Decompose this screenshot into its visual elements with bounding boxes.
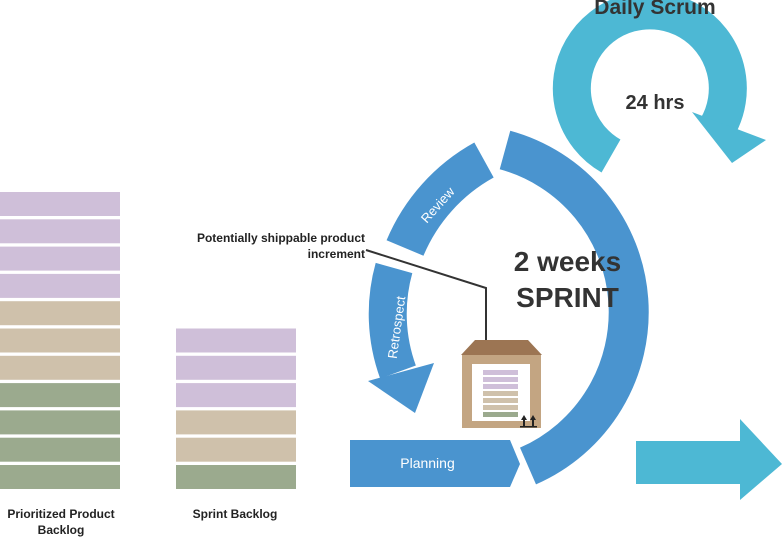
this-side-up-icon [520, 415, 537, 428]
daily-scrum-duration: 24 hrs [625, 92, 685, 114]
sprint-label: SPRINT [516, 282, 619, 313]
backlog-item-purple [0, 192, 120, 216]
planning-label: Planning [400, 455, 455, 471]
box-item [483, 412, 518, 417]
backlog-item-purple [176, 355, 296, 380]
box-item [483, 398, 518, 403]
box-lid [461, 340, 542, 355]
box-item [483, 391, 518, 396]
backlog-item-tan [0, 355, 120, 380]
daily-scrum-loop-arc [552, 0, 747, 173]
output-arrow [636, 419, 782, 500]
backlog-item-green [0, 465, 120, 489]
daily-scrum-title: Daily Scrum [594, 0, 716, 19]
box-item [483, 370, 518, 375]
backlog-item-green [0, 410, 120, 435]
retrospect-arc [368, 262, 417, 379]
sprint-backlog-label: Sprint Backlog [192, 507, 278, 521]
daily-scrum-arrowhead [692, 112, 766, 163]
backlog-item-purple [0, 219, 120, 244]
product-backlog-label: Prioritized Product Backlog [7, 507, 115, 537]
callout-line [365, 249, 487, 343]
backlog-item-purple [0, 246, 120, 271]
box-item [483, 405, 518, 410]
box-item [483, 384, 518, 389]
implementation-arc [499, 130, 649, 485]
box-item [483, 377, 518, 382]
backlog-item-purple [176, 383, 296, 408]
planning-bar [350, 440, 520, 487]
sprint-cycle: Review Implementation Retrospect [350, 130, 782, 500]
backlog-item-green [176, 465, 296, 489]
backlog-item-purple [0, 273, 120, 298]
backlog-item-tan [0, 301, 120, 326]
backlog-item-purple [176, 328, 296, 353]
sprint-duration: 2 weeks [513, 246, 622, 277]
implementation-label: Implementation [674, 229, 710, 319]
backlog-item-green [0, 437, 120, 462]
shippable-increment-callout: Potentially shippable product increment [196, 231, 365, 261]
sprint-backlog-stack [176, 328, 296, 489]
backlog-item-tan [176, 437, 296, 462]
backlog-item-tan [176, 410, 296, 435]
review-arc [386, 142, 495, 257]
daily-scrum-loop-arrow [552, 0, 766, 173]
backlog-item-tan [0, 328, 120, 353]
product-increment-box [461, 340, 542, 428]
product-backlog-stack [0, 192, 120, 489]
retrospect-arrowhead [368, 363, 434, 413]
backlog-item-green [0, 383, 120, 408]
